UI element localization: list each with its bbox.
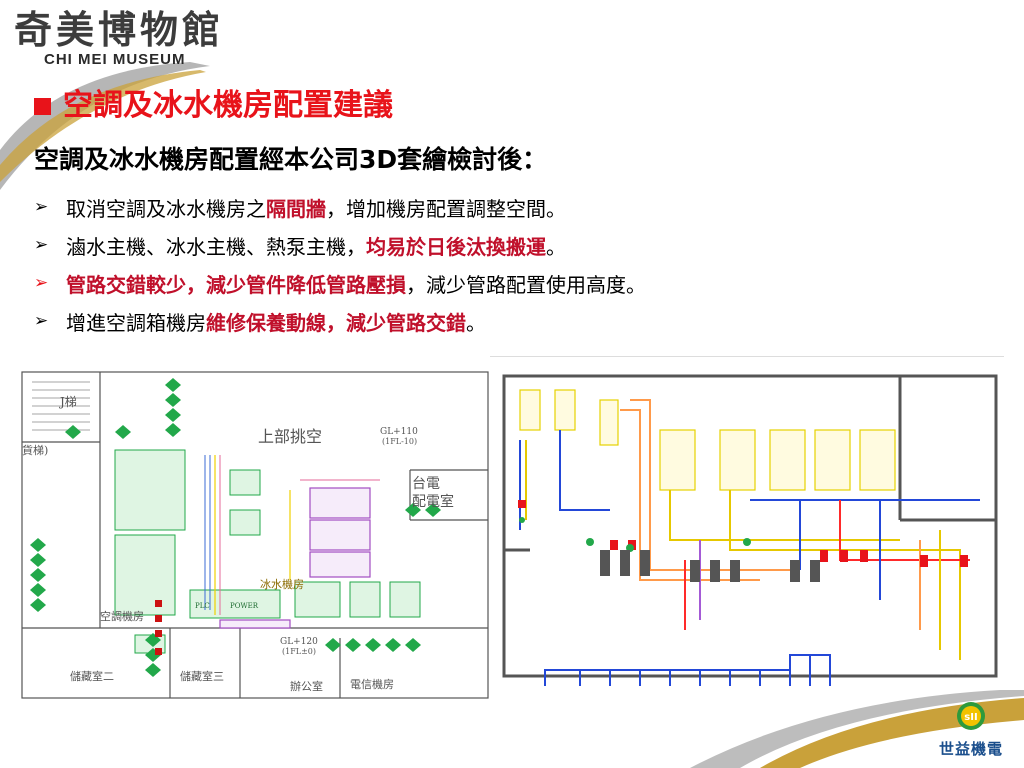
floor-plan-svg: J梯 貨梯) 上部挑空 GL+110 (1FL-10) 台電 配電室 冰水機房 … [20, 370, 490, 700]
plc-label: PLC [195, 602, 210, 610]
telecom-label: 電信機房 [350, 677, 394, 691]
storage-3-label: 儲藏室三 [180, 669, 224, 683]
arrow-bullet-icon: ➢ [34, 311, 49, 331]
company-badge-text: sII [964, 712, 977, 723]
logo-chinese-text: 奇美博物館 [14, 7, 225, 52]
bullet-text-post: ，增加機房配置調整空間。 [326, 196, 566, 221]
office-label: 辦公室 [290, 679, 323, 693]
bullet-text-post: ，減少管路配置使用高度。 [406, 272, 646, 297]
swoosh-bottom-decoration [690, 690, 1024, 768]
gl120-sub-label: (1FL±0) [282, 647, 316, 656]
list-item: ➢ 滷水主機、冰水主機、熱泵主機，均易於日後汰換搬運。 [34, 226, 646, 264]
list-item: ➢ 取消空調及冰水機房之隔間牆，增加機房配置調整空間。 [34, 188, 646, 226]
divider-line [490, 356, 1004, 357]
stair-left-label: 貨梯) [22, 443, 48, 457]
bullet-text-highlight: 隔間牆 [266, 196, 326, 221]
bullet-text-highlight: 管路交錯較少，減少管件降低管路壓損 [66, 272, 406, 297]
chi-mei-museum-logo: 奇美博物館 CHI MEI MUSEUM [14, 8, 264, 70]
swoosh-top-decoration [0, 62, 210, 190]
pipe-layout-drawing [500, 370, 1000, 700]
title-text: 空調及冰水機房配置建議 [63, 88, 393, 123]
bullet-text-pre: 滷水主機、冰水主機、熱泵主機， [66, 234, 366, 259]
bullet-list: ➢ 取消空調及冰水機房之隔間牆，增加機房配置調整空間。 ➢ 滷水主機、冰水主機、… [34, 188, 646, 340]
substation-label-2: 配電室 [412, 493, 454, 510]
bullet-text-post: 。 [466, 310, 486, 335]
bullet-text-pre: 取消空調及冰水機房之 [66, 196, 266, 221]
company-name: 世益機電 [938, 740, 1003, 758]
square-bullet-icon [34, 97, 51, 115]
list-item: ➢ 增進空調箱機房維修保養動線，減少管路交錯。 [34, 302, 646, 340]
power-label: POWER [230, 602, 259, 610]
floor-plan-drawing: J梯 貨梯) 上部挑空 GL+110 (1FL-10) 台電 配電室 冰水機房 … [20, 370, 490, 700]
slide-subtitle: 空調及冰水機房配置經本公司3D套繪檢討後： [34, 145, 548, 174]
arrow-bullet-icon: ➢ [34, 235, 49, 255]
bullet-text-pre: 增進空調箱機房 [66, 310, 206, 335]
bullet-text-highlight: 維修保養動線，減少管路交錯 [206, 310, 466, 335]
gl120-label: GL+120 [280, 637, 318, 647]
storage-2-label: 儲藏室二 [70, 669, 114, 683]
gl110-sub-label: (1FL-10) [382, 437, 417, 446]
stair-label: J梯 [58, 395, 77, 409]
substation-label-1: 台電 [412, 476, 440, 492]
arrow-bullet-icon: ➢ [34, 273, 49, 293]
bullet-text-post: 。 [546, 234, 566, 259]
slide-title: 空調及冰水機房配置建議 [34, 84, 393, 128]
ac-room-label: 空調機房 [100, 609, 144, 623]
list-item: ➢ 管路交錯較少，減少管件降低管路壓損，減少管路配置使用高度。 [34, 264, 646, 302]
pipe-layout-svg [500, 370, 1000, 700]
arrow-bullet-icon: ➢ [34, 197, 49, 217]
company-logo: sII 世益機電 [932, 700, 1010, 758]
company-badge-icon: sII [957, 702, 985, 730]
gl110-label: GL+110 [380, 427, 418, 437]
bullet-text-highlight: 均易於日後汰換搬運 [366, 234, 546, 259]
logo-english-text: CHI MEI MUSEUM [44, 51, 186, 68]
upper-void-label: 上部挑空 [258, 427, 322, 446]
chiller-room-label: 冰水機房 [260, 577, 304, 591]
